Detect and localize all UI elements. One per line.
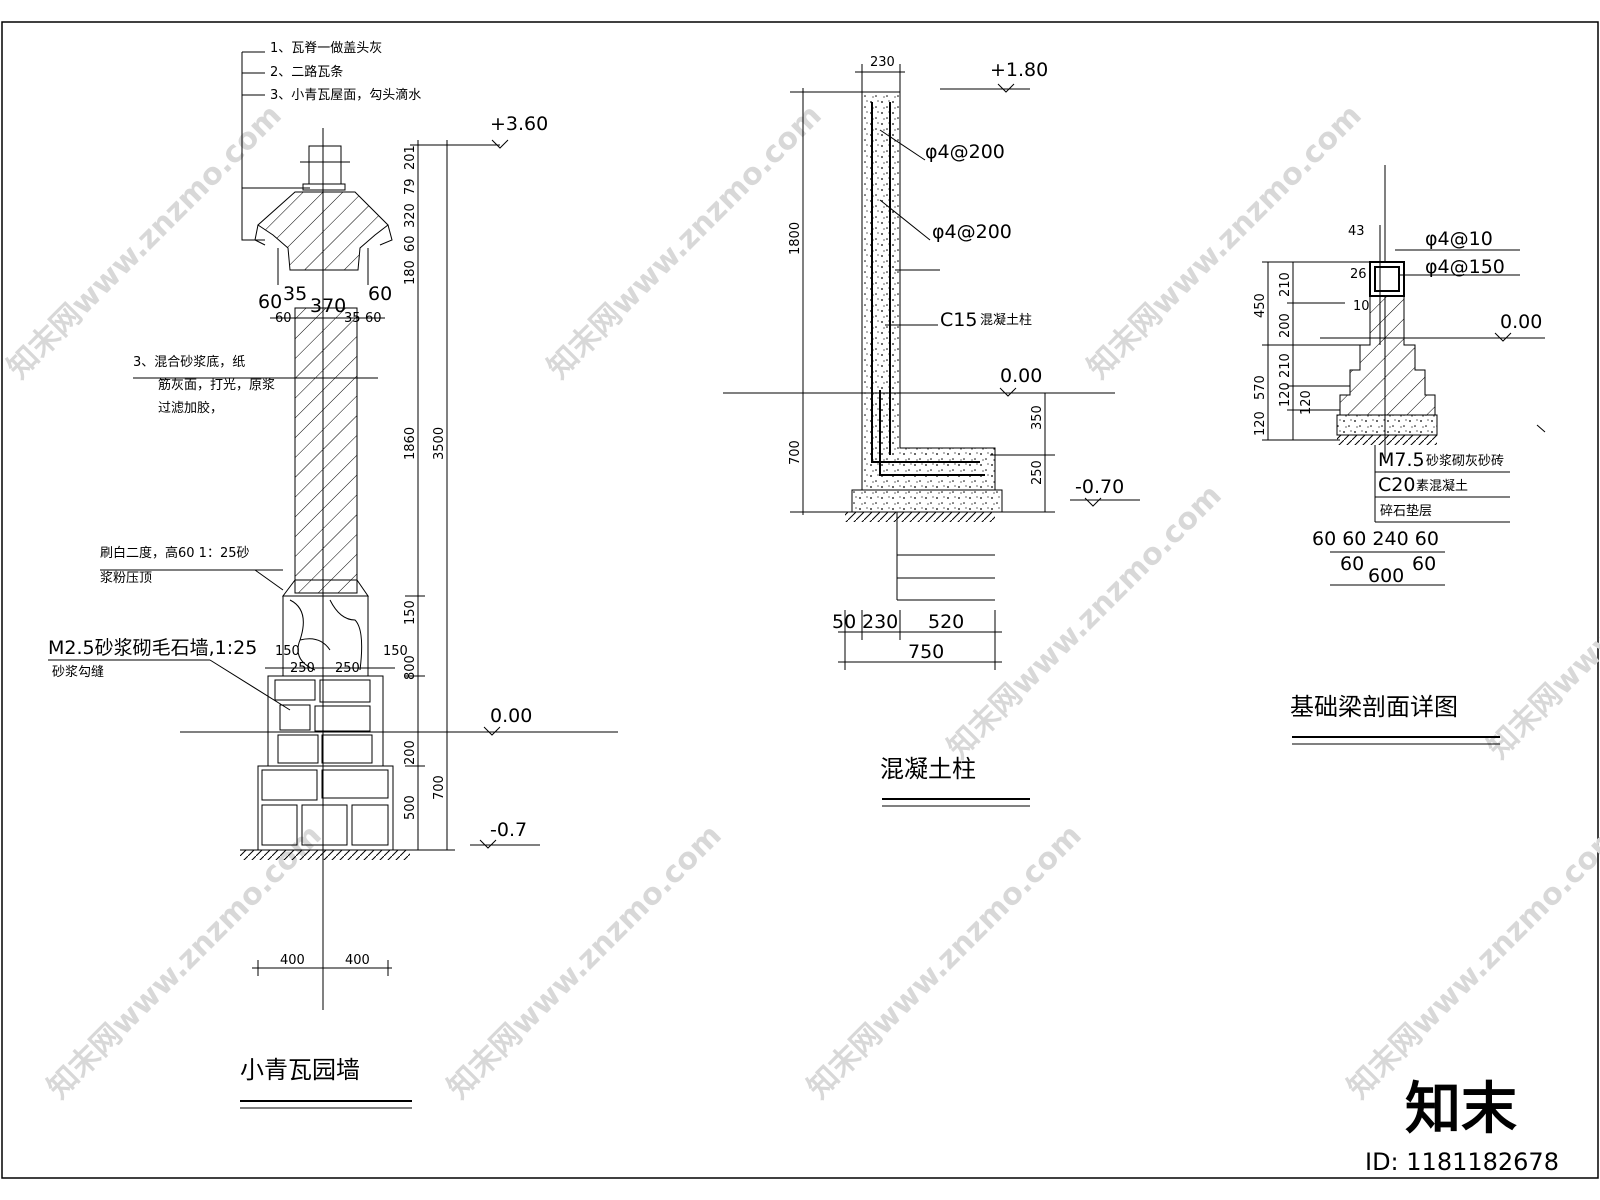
watermark-logo: 知末 bbox=[1405, 1077, 1517, 1142]
watermark-id: ID: 1181182678 bbox=[1365, 1148, 1559, 1176]
dim-bottom-400a: 400 bbox=[280, 953, 305, 968]
stone-note-2: 砂浆勾缝 bbox=[52, 665, 104, 680]
dim-200: 200 bbox=[403, 740, 418, 765]
dim-total-750: 750 bbox=[908, 641, 944, 663]
dim-43: 43 bbox=[1348, 224, 1365, 239]
dim-150: 150 bbox=[403, 600, 418, 625]
dim-foot-150a: 150 bbox=[275, 644, 300, 659]
dim-180: 180 bbox=[403, 260, 418, 285]
layer-3-name: 碎石垫层 bbox=[1380, 503, 1432, 519]
layer-1-grade: M7.5 bbox=[1378, 449, 1425, 471]
layer-1-name: 砂浆砌灰砂砖 bbox=[1426, 454, 1504, 469]
stone-note-1: M2.5砂浆砌毛石墙,1:25 bbox=[48, 637, 257, 659]
sheet-border bbox=[1, 21, 1599, 1179]
watermark-text: 知末网www.znzmo.com bbox=[1481, 478, 1600, 766]
right-foundation-section: 0.00 φ4@10 φ4@150 43 26 10 210 200 210 1… bbox=[1253, 165, 1546, 745]
watermark-text: 知末网www.znzmo.com bbox=[1, 98, 289, 386]
elevation-bottom: -0.7 bbox=[490, 819, 527, 841]
dim-700: 700 bbox=[788, 440, 803, 465]
dim-570: 570 bbox=[1253, 375, 1268, 400]
dim-201: 201 bbox=[403, 145, 418, 170]
concrete-label: 混凝土柱 bbox=[980, 312, 1032, 328]
plaster-note-3: 过滤加胶， bbox=[158, 400, 223, 416]
roof-note-1: 1、瓦脊一做盖头灰 bbox=[270, 41, 382, 56]
dim-bottom-60b: 60 bbox=[1412, 553, 1436, 575]
dim-60: 60 bbox=[403, 235, 418, 252]
dim-bottom-row1: 60 60 240 60 bbox=[1312, 528, 1439, 550]
dim-210b: 210 bbox=[1278, 353, 1293, 378]
dim-bottom-60a: 60 bbox=[1340, 553, 1364, 575]
elevation-top: +3.60 bbox=[490, 113, 548, 135]
elevation-zero: 0.00 bbox=[1500, 311, 1542, 333]
dim-top-60b: 60 bbox=[368, 283, 392, 305]
dim-210a: 210 bbox=[1278, 272, 1293, 297]
dim-bottom-400b: 400 bbox=[345, 953, 370, 968]
watermark-text: 知末网www.znzmo.com bbox=[1081, 98, 1369, 386]
left-wall-section: 1、瓦脊一做盖头灰 2、二路瓦条 3、小青瓦屋面，勾头滴水 3、混合砂浆底，纸 … bbox=[48, 41, 618, 1109]
elevation-zero: 0.00 bbox=[490, 705, 532, 727]
dim-bottom-50: 50 bbox=[832, 611, 856, 633]
dim-top-230: 230 bbox=[870, 55, 895, 70]
layer-2-name: 素混凝土 bbox=[1416, 478, 1468, 494]
watermark-text: 知末网www.znzmo.com bbox=[1341, 818, 1600, 1106]
dim-3500: 3500 bbox=[432, 427, 447, 460]
dim-foot-250a: 250 bbox=[290, 661, 315, 676]
dim-120c: 120 bbox=[1253, 411, 1268, 436]
dim-foot-250b: 250 bbox=[335, 661, 360, 676]
dim-1860: 1860 bbox=[403, 427, 418, 460]
coping-note-1: 刷白二度，高60 1：25砂 bbox=[100, 545, 250, 561]
dim-top-35a: 35 bbox=[283, 283, 307, 305]
dim-top-370: 370 bbox=[310, 295, 346, 317]
layer-2-grade: C20 bbox=[1378, 474, 1415, 496]
middle-column-section: 1800 700 230 +1.80 φ4@200 φ4@200 C15 混凝土… bbox=[723, 55, 1140, 807]
dim-79: 79 bbox=[403, 178, 418, 195]
rebar-label-2: φ4@200 bbox=[932, 221, 1012, 243]
left-drawing-title: 小青瓦园墙 bbox=[240, 1056, 360, 1084]
dim-top-60d: 60 bbox=[365, 311, 382, 326]
rebar-label-1: φ4@10 bbox=[1425, 228, 1493, 250]
watermark-text: 知末网www.znzmo.com bbox=[441, 818, 729, 1106]
plaster-note-1: 3、混合砂浆底，纸 bbox=[133, 354, 245, 370]
dim-top-35b: 35 bbox=[344, 311, 361, 326]
right-drawing-title: 基础梁剖面详图 bbox=[1290, 693, 1458, 721]
dim-320: 320 bbox=[403, 203, 418, 228]
watermark-text: 知末网www.znzmo.com bbox=[801, 818, 1089, 1106]
dim-450: 450 bbox=[1253, 293, 1268, 318]
dim-120a: 120 bbox=[1278, 382, 1293, 407]
dim-top-60c: 60 bbox=[275, 311, 292, 326]
dim-10: 10 bbox=[1353, 299, 1370, 314]
coping-note-2: 浆粉压顶 bbox=[100, 571, 152, 586]
dim-350: 350 bbox=[1030, 405, 1045, 430]
dim-200: 200 bbox=[1278, 313, 1293, 338]
dim-foot-150b: 150 bbox=[383, 644, 408, 659]
roof-note-3: 3、小青瓦屋面，勾头滴水 bbox=[270, 87, 421, 103]
plaster-note-2: 筋灰面，打光，原浆 bbox=[158, 377, 275, 393]
dim-1800: 1800 bbox=[788, 222, 803, 255]
dim-700: 700 bbox=[432, 775, 447, 800]
middle-drawing-title: 混凝土柱 bbox=[880, 755, 976, 783]
roof-note-2: 2、二路瓦条 bbox=[270, 64, 343, 80]
elevation-bottom: -0.70 bbox=[1075, 476, 1124, 498]
dim-500: 500 bbox=[403, 795, 418, 820]
rebar-label-2: φ4@150 bbox=[1425, 256, 1505, 278]
dim-26: 26 bbox=[1350, 267, 1367, 282]
dim-250: 250 bbox=[1030, 460, 1045, 485]
dim-top-60a: 60 bbox=[258, 291, 282, 313]
elevation-top: +1.80 bbox=[990, 59, 1048, 81]
dim-bottom-230: 230 bbox=[862, 611, 898, 633]
watermark-text: 知末网www.znzmo.com bbox=[541, 98, 829, 386]
dim-800: 800 bbox=[403, 655, 418, 680]
elevation-zero: 0.00 bbox=[1000, 365, 1042, 387]
concrete-grade: C15 bbox=[940, 309, 977, 331]
dim-bottom-520: 520 bbox=[928, 611, 964, 633]
dim-120b: 120 bbox=[1299, 390, 1314, 415]
dim-total-600: 600 bbox=[1368, 565, 1404, 587]
rebar-label-1: φ4@200 bbox=[925, 141, 1005, 163]
